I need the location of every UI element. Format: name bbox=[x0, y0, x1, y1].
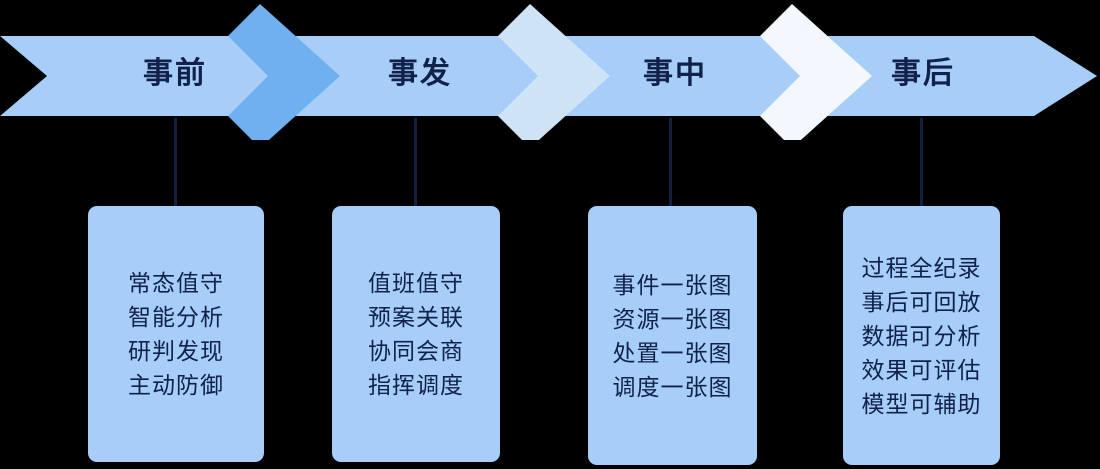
card-line: 处置一张图 bbox=[612, 339, 733, 366]
stage-title-outbreak: 事发 bbox=[388, 57, 452, 90]
card-line: 常态值守 bbox=[128, 270, 224, 296]
connector-line-2 bbox=[414, 118, 417, 206]
card-line: 预案关联 bbox=[368, 304, 464, 330]
card-line: 主动防御 bbox=[128, 372, 224, 398]
connector-line-1 bbox=[174, 118, 177, 206]
card-line: 智能分析 bbox=[128, 304, 224, 330]
card-line: 指挥调度 bbox=[368, 372, 464, 398]
card-during[interactable]: 事件一张图 资源一张图 处置一张图 调度一张图 bbox=[588, 206, 757, 465]
chevron-1-icon bbox=[228, 4, 340, 140]
card-line: 模型可辅助 bbox=[861, 390, 982, 417]
connector-line-3 bbox=[669, 118, 672, 206]
stage-title-before: 事前 bbox=[143, 57, 207, 90]
card-line: 值班值守 bbox=[368, 270, 464, 296]
card-line: 效果可评估 bbox=[861, 356, 982, 383]
card-line: 事件一张图 bbox=[612, 271, 733, 298]
connector-line-4 bbox=[920, 118, 923, 206]
card-line: 过程全纪录 bbox=[861, 254, 982, 281]
timeline-banner bbox=[0, 4, 1097, 140]
card-outbreak[interactable]: 值班值守 预案关联 协同会商 指挥调度 bbox=[332, 206, 500, 462]
card-before[interactable]: 常态值守 智能分析 研判发现 主动防御 bbox=[88, 206, 264, 462]
card-line: 事后可回放 bbox=[861, 288, 982, 315]
card-after[interactable]: 过程全纪录 事后可回放 数据可分析 效果可评估 模型可辅助 bbox=[843, 206, 1000, 465]
chevron-3-icon bbox=[760, 4, 872, 140]
chevron-2-icon bbox=[498, 4, 610, 140]
card-line: 数据可分析 bbox=[861, 322, 982, 349]
stage-title-after: 事后 bbox=[891, 57, 955, 90]
card-line: 协同会商 bbox=[368, 338, 464, 364]
card-line: 资源一张图 bbox=[612, 305, 733, 332]
card-line: 研判发现 bbox=[128, 338, 224, 364]
card-line: 调度一张图 bbox=[612, 373, 733, 400]
stage-title-during: 事中 bbox=[643, 57, 707, 90]
